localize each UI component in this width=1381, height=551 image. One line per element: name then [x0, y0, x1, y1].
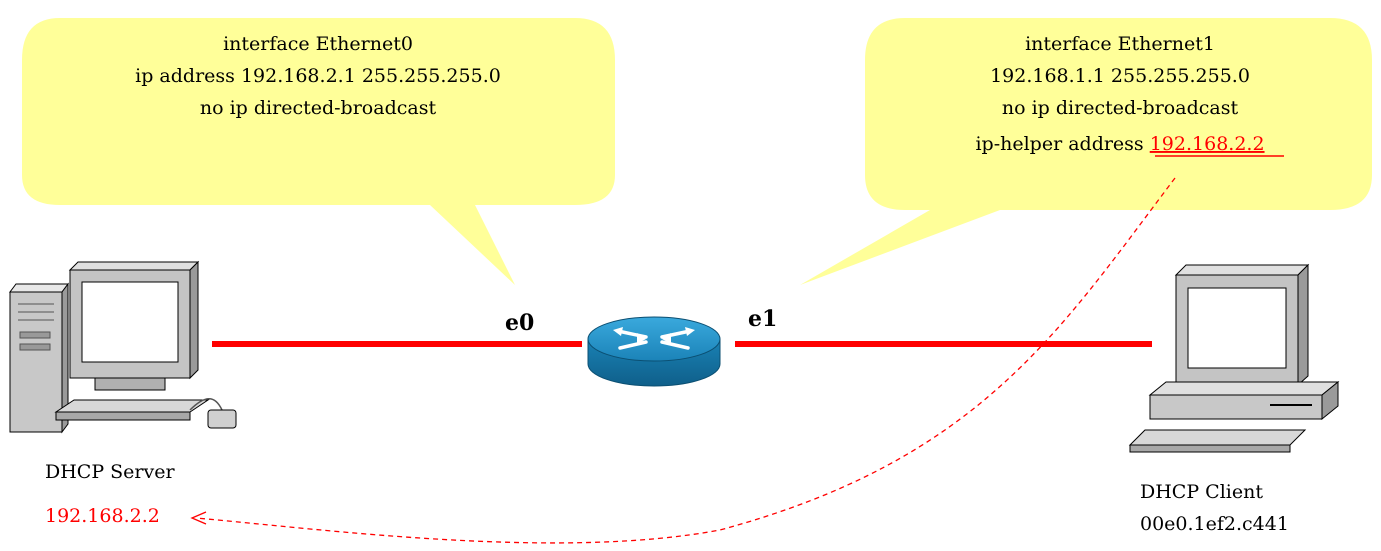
left-callout-line-3: no ip directed-broadcast	[200, 97, 437, 119]
dhcp-relay-path-arrow	[195, 177, 1176, 544]
dhcp-client-mac: 00e0.1ef2.c441	[1140, 513, 1289, 535]
helper-address-prefix: ip-helper address	[975, 133, 1149, 155]
left-config-callout: interface Ethernet0 ip address 192.168.2…	[22, 18, 615, 285]
left-callout-line-1: interface Ethernet0	[223, 33, 413, 55]
router-icon	[587, 316, 721, 387]
port-label-e0: e0	[505, 310, 534, 336]
right-callout-line-3: no ip directed-broadcast	[1002, 97, 1239, 119]
right-config-callout: interface Ethernet1 192.168.1.1 255.255.…	[800, 18, 1372, 285]
right-callout-line-4: ip-helper address 192.168.2.2	[975, 133, 1264, 155]
left-callout-line-2: ip address 192.168.2.1 255.255.255.0	[135, 65, 501, 87]
right-callout-line-2: 192.168.1.1 255.255.255.0	[990, 65, 1250, 87]
dhcp-client-computer-icon	[1128, 263, 1340, 453]
dhcp-server-ip: 192.168.2.2	[45, 505, 160, 527]
dhcp-client-label: DHCP Client	[1140, 481, 1263, 503]
right-callout-line-1: interface Ethernet1	[1025, 33, 1215, 55]
dhcp-server-label: DHCP Server	[45, 461, 175, 483]
dhcp-relay-arrowhead	[190, 511, 207, 525]
dhcp-server-computer-icon	[9, 260, 237, 434]
helper-address-ip: 192.168.2.2	[1150, 133, 1265, 155]
port-label-e1: e1	[748, 306, 777, 332]
